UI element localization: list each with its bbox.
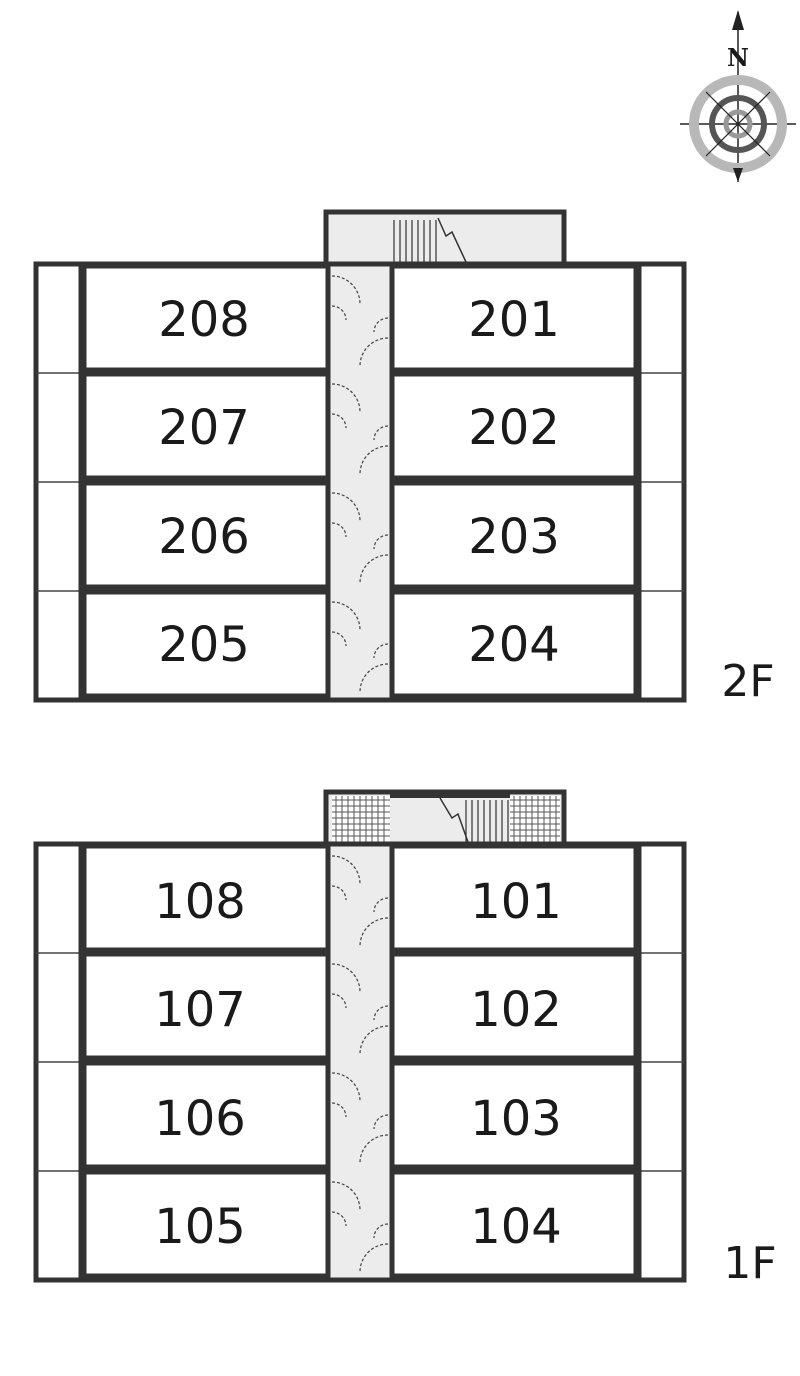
room-label: 104: [470, 1199, 562, 1255]
room-208: [81, 263, 331, 373]
floor-2f: 208 207 206 205 201 202 203 204 2F: [33, 209, 775, 707]
room-label: 206: [158, 509, 250, 565]
floor-label: 1F: [723, 1238, 776, 1289]
stairs-icon: [439, 797, 509, 843]
room-103: [389, 1060, 639, 1170]
room-label: 204: [468, 617, 560, 673]
room-label: 203: [468, 509, 560, 565]
room-label: 201: [468, 292, 560, 348]
room-202: [389, 371, 639, 481]
floor-label: 2F: [721, 656, 774, 707]
room-104: [389, 1169, 639, 1279]
room-201: [389, 263, 639, 373]
room-label: 102: [470, 982, 562, 1038]
room-label: 106: [154, 1091, 246, 1147]
room-label: 101: [470, 874, 562, 930]
room-203: [389, 480, 639, 590]
room-204: [389, 589, 639, 699]
room-108: [81, 843, 331, 953]
hatched-area-icon: [332, 794, 560, 842]
room-205: [81, 589, 331, 699]
room-label: 108: [154, 874, 246, 930]
room-101: [389, 843, 639, 953]
room-label: 107: [154, 982, 246, 1038]
room-206: [81, 480, 331, 590]
room-label: 202: [468, 400, 560, 456]
room-label: 207: [158, 400, 250, 456]
floor-1f: 108 107 106 105 101 102 103 104 1F: [33, 789, 777, 1289]
room-106: [81, 1060, 331, 1170]
room-207: [81, 371, 331, 481]
compass-north-icon: N: [680, 10, 796, 182]
room-label: 105: [154, 1199, 246, 1255]
room-label: 205: [158, 617, 250, 673]
room-label: 103: [470, 1091, 562, 1147]
room-label: 208: [158, 292, 250, 348]
room-107: [81, 951, 331, 1061]
door-icon: [331, 855, 389, 1273]
stairs-icon: [393, 217, 467, 263]
room-102: [389, 951, 639, 1061]
room-105: [81, 1169, 331, 1279]
door-icon: [331, 275, 389, 693]
